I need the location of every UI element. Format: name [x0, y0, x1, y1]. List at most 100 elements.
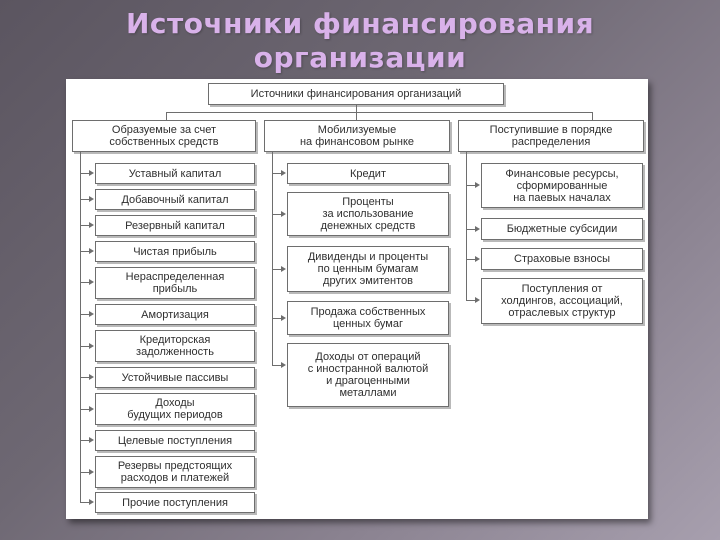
connector	[80, 440, 90, 441]
connector	[80, 199, 90, 200]
connector	[80, 409, 90, 410]
connector	[80, 346, 90, 347]
root-connector-horizontal	[166, 112, 593, 113]
connector	[272, 173, 282, 174]
connector	[466, 229, 476, 230]
column-header-own-funds: Образуемые за счет собственных средств	[72, 120, 256, 152]
item-label: Амортизация	[141, 308, 209, 321]
arrow-icon	[475, 182, 480, 188]
connector	[80, 173, 90, 174]
root-connector-col1	[166, 112, 167, 120]
item-label: Продажа собственных ценных бумаг	[310, 306, 426, 330]
arrow-icon	[89, 170, 94, 176]
connector	[466, 259, 476, 260]
arrow-icon	[89, 499, 94, 505]
slide-title: Источники финансирования организации	[0, 6, 720, 76]
arrow-icon	[89, 311, 94, 317]
item-label: Устойчивые пассивы	[121, 371, 229, 384]
item-depreciation: Амортизация	[95, 304, 255, 325]
item-label: Доходы будущих периодов	[127, 397, 223, 421]
column3-spine	[466, 152, 467, 300]
arrow-icon	[89, 437, 94, 443]
connector	[80, 377, 90, 378]
item-targeted-receipts: Целевые поступления	[95, 430, 255, 451]
item-label: Резервный капитал	[125, 219, 225, 232]
item-reserve-capital: Резервный капитал	[95, 215, 255, 236]
item-label: Проценты за использование денежных средс…	[320, 196, 416, 232]
connector	[80, 251, 90, 252]
column-header-label: Поступившие в порядке распределения	[489, 124, 613, 148]
item-net-profit: Чистая прибыль	[95, 241, 255, 262]
arrow-icon	[475, 256, 480, 262]
column1-spine	[80, 152, 81, 502]
slide-title-line-1: Источники финансирования	[125, 7, 595, 40]
item-provisions: Резервы предстоящих расходов и платежей	[95, 456, 255, 488]
item-label: Поступления от холдингов, ассоциаций, от…	[501, 283, 623, 319]
diagram-panel: Источники финансирования организаций Обр…	[66, 79, 648, 519]
arrow-icon	[89, 469, 94, 475]
connector	[466, 300, 476, 301]
connector	[80, 314, 90, 315]
item-accounts-payable: Кредиторская задолженность	[95, 330, 255, 362]
root-connector-col3	[592, 112, 593, 120]
item-budget-subsidies: Бюджетные субсидии	[481, 218, 643, 240]
item-label: Кредиторская задолженность	[136, 334, 214, 358]
arrow-icon	[281, 362, 286, 368]
connector	[272, 214, 282, 215]
item-authorized-capital: Уставный капитал	[95, 163, 255, 184]
slide-title-line-2: организации	[253, 41, 467, 74]
item-label: Прочие поступления	[122, 496, 228, 509]
item-interest-on-funds: Проценты за использование денежных средс…	[287, 192, 449, 236]
connector	[272, 365, 282, 366]
connector	[466, 185, 476, 186]
arrow-icon	[475, 297, 480, 303]
item-label: Уставный капитал	[128, 167, 222, 180]
item-deferred-income: Доходы будущих периодов	[95, 393, 255, 425]
root-node-label: Источники финансирования организаций	[250, 88, 462, 100]
item-label: Бюджетные субсидии	[506, 223, 618, 235]
arrow-icon	[475, 226, 480, 232]
item-currency-and-metals-income: Доходы от операций с иностранной валютой…	[287, 343, 449, 407]
column-header-financial-market: Мобилизуемые на финансовом рынке	[264, 120, 450, 152]
item-retained-earnings: Нераспределенная прибыль	[95, 267, 255, 299]
item-additional-capital: Добавочный капитал	[95, 189, 255, 210]
item-label: Финансовые ресурсы, сформированные на па…	[505, 167, 619, 204]
item-holding-receipts: Поступления от холдингов, ассоциаций, от…	[481, 278, 643, 324]
arrow-icon	[89, 222, 94, 228]
column-header-label: Мобилизуемые на финансовом рынке	[299, 124, 415, 148]
item-credit: Кредит	[287, 163, 449, 184]
item-label: Резервы предстоящих расходов и платежей	[117, 460, 233, 484]
root-node: Источники финансирования организаций	[208, 83, 504, 105]
column-header-label: Образуемые за счет собственных средств	[109, 124, 219, 148]
arrow-icon	[89, 343, 94, 349]
arrow-icon	[89, 374, 94, 380]
arrow-icon	[89, 279, 94, 285]
connector	[80, 225, 90, 226]
item-label: Чистая прибыль	[133, 245, 217, 258]
arrow-icon	[89, 196, 94, 202]
item-other-receipts: Прочие поступления	[95, 492, 255, 513]
item-label: Добавочный капитал	[121, 193, 229, 206]
arrow-icon	[281, 170, 286, 176]
item-label: Кредит	[349, 167, 386, 180]
item-share-based-resources: Финансовые ресурсы, сформированные на па…	[481, 163, 643, 208]
root-connector-stem	[356, 105, 357, 113]
arrow-icon	[281, 266, 286, 272]
item-sale-of-own-securities: Продажа собственных ценных бумаг	[287, 301, 449, 335]
item-stable-liabilities: Устойчивые пассивы	[95, 367, 255, 388]
arrow-icon	[89, 248, 94, 254]
connector	[80, 502, 90, 503]
column2-spine	[272, 152, 273, 365]
column-header-distribution: Поступившие в порядке распределения	[458, 120, 644, 152]
item-label: Целевые поступления	[117, 434, 233, 447]
connector	[80, 472, 90, 473]
arrow-icon	[89, 406, 94, 412]
item-label: Дивиденды и проценты по ценным бумагам д…	[307, 251, 429, 287]
item-label: Доходы от операций с иностранной валютой…	[307, 351, 429, 399]
arrow-icon	[281, 315, 286, 321]
connector	[272, 269, 282, 270]
item-dividends-and-interest: Дивиденды и проценты по ценным бумагам д…	[287, 246, 449, 292]
arrow-icon	[281, 211, 286, 217]
item-label: Страховые взносы	[514, 253, 610, 265]
root-connector-col2	[356, 112, 357, 120]
